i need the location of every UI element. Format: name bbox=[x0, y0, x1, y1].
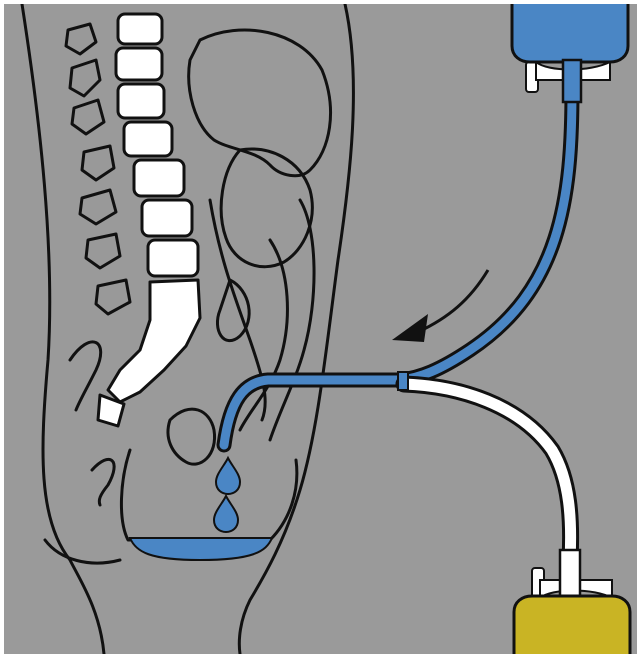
vertebra bbox=[148, 240, 198, 276]
bag-inlet bbox=[560, 550, 580, 600]
bag-outlet bbox=[563, 60, 581, 102]
vertebra bbox=[142, 200, 192, 236]
vertebra bbox=[116, 48, 162, 80]
drain-bag-body bbox=[514, 596, 630, 658]
vertebra bbox=[118, 84, 164, 118]
vertebra bbox=[134, 160, 184, 196]
y-junction bbox=[398, 372, 408, 390]
vertebra bbox=[124, 122, 172, 156]
inflow-bag-body bbox=[512, 0, 628, 62]
vertebra bbox=[118, 14, 162, 44]
